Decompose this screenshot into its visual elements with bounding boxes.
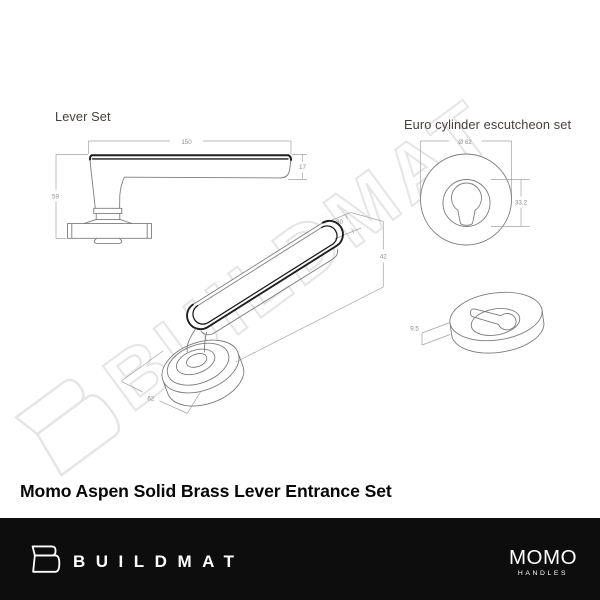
dim-length-label: 150 xyxy=(181,139,192,146)
dim-thickness-label: 9.5 xyxy=(410,326,419,333)
dim-33-2: 33.2 xyxy=(491,179,530,227)
dim-17: 17 xyxy=(288,154,307,180)
escutcheon-3d-view-drawing: 9.5 xyxy=(410,291,545,354)
lever-3d-outline xyxy=(161,219,344,407)
escutcheon-front-outline xyxy=(420,153,512,246)
momo-handles-logo: MOMO HANDLES xyxy=(505,546,581,577)
lever-side-view-drawing: 150 17 59 xyxy=(47,137,307,245)
dim-42: 42 xyxy=(235,212,387,363)
lever-set-label: Lever Set xyxy=(55,109,111,124)
euro-keyhole-cutout xyxy=(451,182,482,226)
dim-62: 62 xyxy=(121,350,202,414)
dim-59: 59 xyxy=(47,154,88,239)
dim-height-label: 42 xyxy=(380,254,387,261)
euro-keyhole-cutout-3d xyxy=(469,308,517,331)
lever-3d-view-drawing: 30 42 62 xyxy=(121,212,387,414)
dim-rose-diameter-label: 62 xyxy=(147,396,154,403)
dim-total-height-label: 59 xyxy=(52,194,59,201)
escutcheon-3d-outline xyxy=(449,291,545,354)
dim-9-5: 9.5 xyxy=(410,322,451,346)
escutcheon-set-label: Euro cylinder escutcheon set xyxy=(404,117,572,132)
product-title: Momo Aspen Solid Brass Lever Entrance Se… xyxy=(20,481,392,501)
escutcheon-front-view-drawing: Ø 62 33.2 xyxy=(420,139,530,246)
buildmat-wordmark: BUILDMAT xyxy=(73,552,245,571)
momo-handles-sub: HANDLES xyxy=(517,569,569,577)
dim-diameter-label: Ø 62 xyxy=(458,139,472,146)
footer-bar xyxy=(0,518,600,600)
dim-cutout-height-label: 33.2 xyxy=(515,200,528,207)
dim-diameter-62: Ø 62 xyxy=(420,139,512,199)
dim-end-height-label: 17 xyxy=(299,164,306,171)
buildmat-logo-icon xyxy=(31,545,61,573)
dim-grip-width-label: 30 xyxy=(336,219,343,226)
buildmat-watermark-logo-icon xyxy=(14,378,121,477)
dim-150: 150 xyxy=(88,137,292,155)
lever-side-outline xyxy=(67,154,293,245)
dim-30: 30 xyxy=(323,212,362,240)
momo-wordmark: MOMO xyxy=(508,546,578,569)
